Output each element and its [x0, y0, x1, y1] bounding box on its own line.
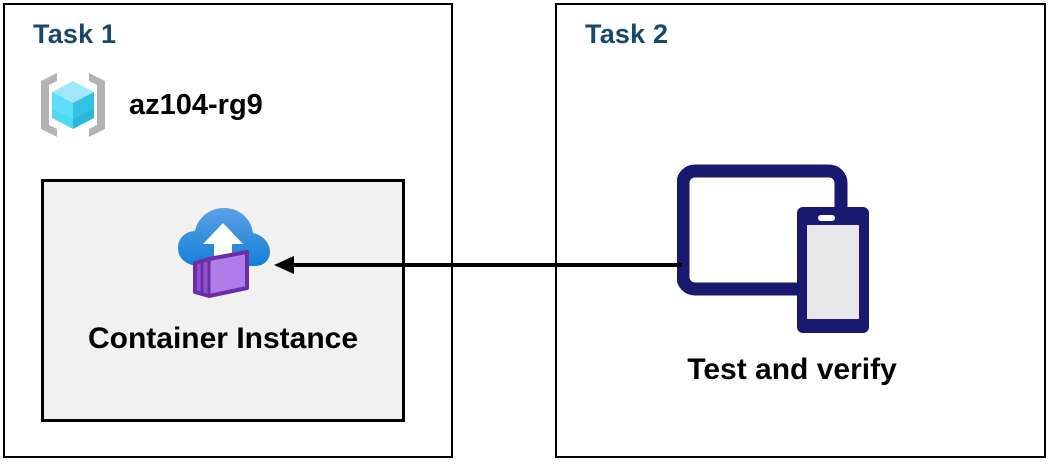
tablet-and-phone-devices-icon	[677, 163, 887, 343]
task-2-title: Task 2	[585, 19, 669, 49]
task-2-panel: Task 2 Test and verify	[555, 3, 1046, 458]
test-and-verify-label: Test and verify	[687, 353, 897, 386]
task-1-panel: Task 1 az104-rg9	[3, 3, 453, 458]
container-instance-label: Container Instance	[87, 322, 359, 355]
azure-resource-group-icon	[35, 67, 111, 143]
resource-group-row: az104-rg9	[35, 67, 263, 143]
task-1-title: Task 1	[33, 19, 117, 49]
resource-group-label: az104-rg9	[129, 88, 263, 121]
container-instance-box: Container Instance	[41, 179, 405, 422]
